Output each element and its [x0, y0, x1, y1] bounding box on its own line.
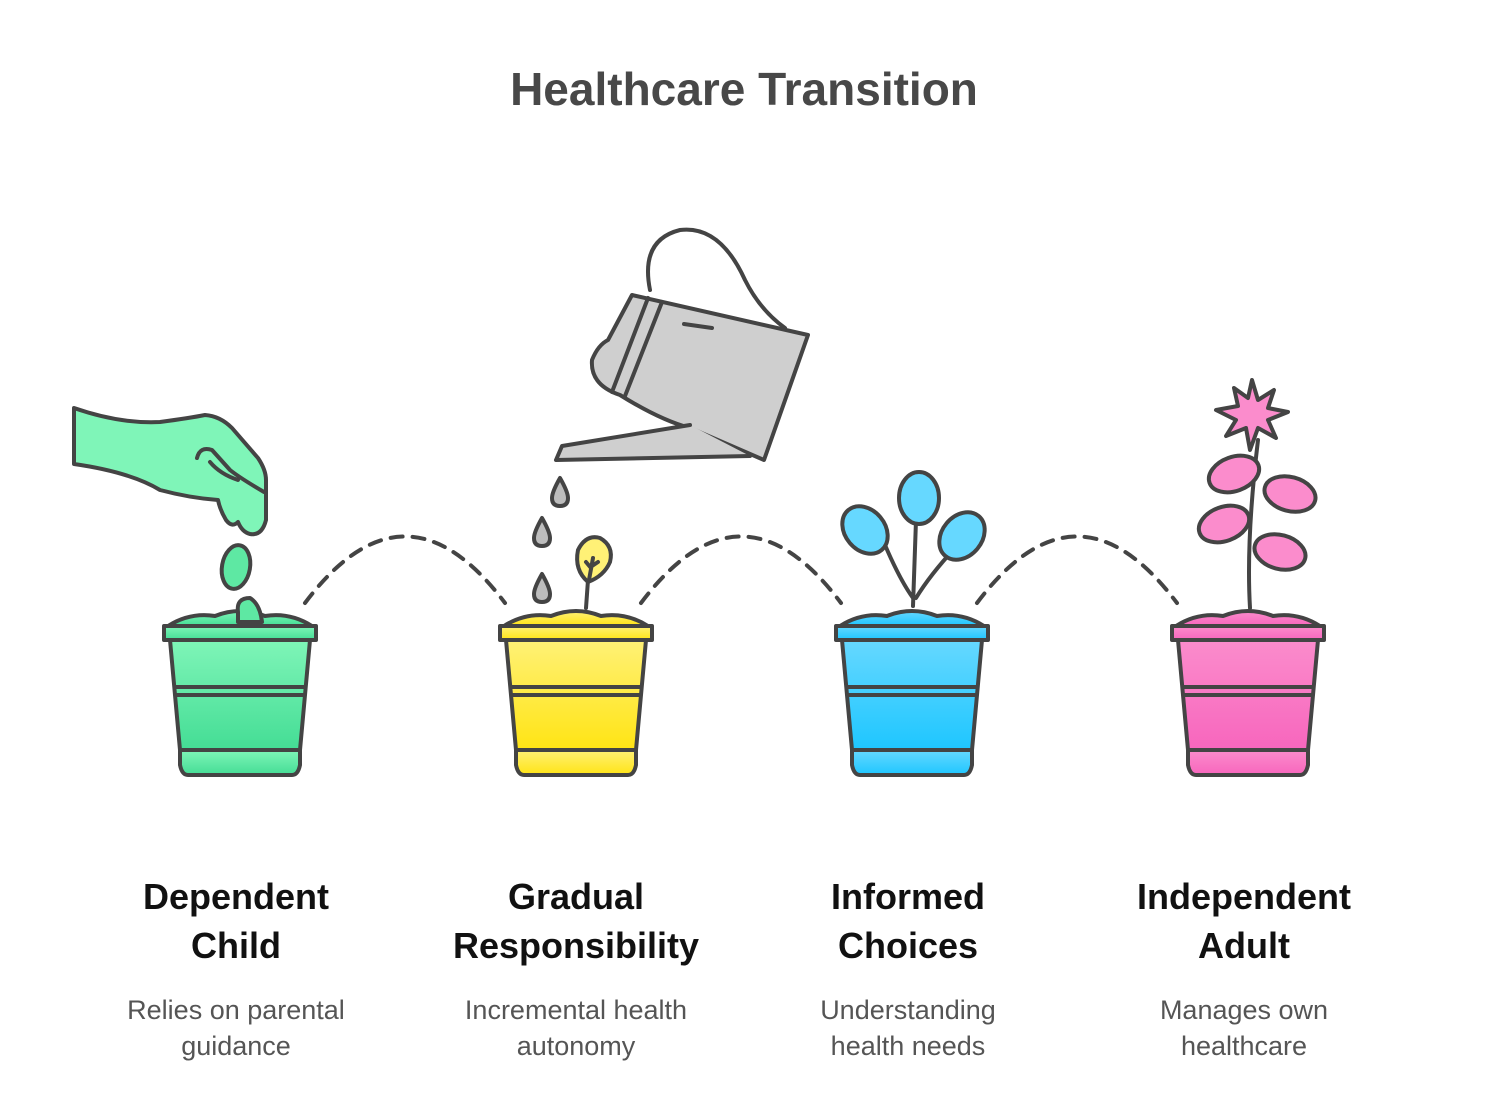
- pot-band: [509, 685, 643, 697]
- dashed-connector: [975, 534, 1179, 605]
- water-drop-icon: [532, 572, 552, 604]
- diagram-title: Healthcare Transition: [510, 63, 978, 115]
- seed-icon: [235, 596, 264, 624]
- dashed-connector: [303, 534, 507, 605]
- pot-soil: [1174, 609, 1322, 628]
- pot-band: [845, 685, 979, 697]
- watering-can-stripes: [610, 296, 714, 398]
- flower-leaf-icon: [1196, 503, 1252, 545]
- watering-can-icon: [589, 293, 810, 462]
- water-drop-icon: [532, 516, 552, 548]
- flower-leaf-icon: [1206, 453, 1262, 495]
- pot-band: [173, 685, 307, 697]
- pot-rim: [834, 624, 990, 642]
- pot-saucer: [850, 748, 974, 777]
- watering-can-spout: [554, 423, 752, 462]
- plant-leaf-icon: [840, 504, 890, 556]
- hand-finger-detail: [195, 447, 266, 494]
- pot-rim: [162, 624, 318, 642]
- pot-saucer: [178, 748, 302, 777]
- flower-icon: [1214, 378, 1290, 452]
- plant-leaf-icon: [897, 470, 941, 526]
- plant-leaf-icon: [937, 510, 987, 562]
- pot-rim: [1170, 624, 1326, 642]
- sprout-stem: [584, 578, 590, 610]
- pot-soil: [838, 609, 986, 628]
- watering-can-handle: [646, 227, 787, 330]
- pot-soil: [502, 609, 650, 628]
- flower-leaf-icon: [1252, 532, 1308, 572]
- water-drop-icon: [550, 476, 570, 508]
- pot-saucer: [514, 748, 638, 777]
- pot-saucer: [1186, 748, 1310, 777]
- hand-icon: [72, 406, 268, 537]
- pot-band: [1181, 685, 1315, 697]
- flower-leaf-icon: [1262, 474, 1318, 514]
- dashed-connector: [639, 534, 843, 605]
- sprout-vein: [584, 556, 600, 582]
- seed-icon: [219, 543, 253, 591]
- pot-rim: [498, 624, 654, 642]
